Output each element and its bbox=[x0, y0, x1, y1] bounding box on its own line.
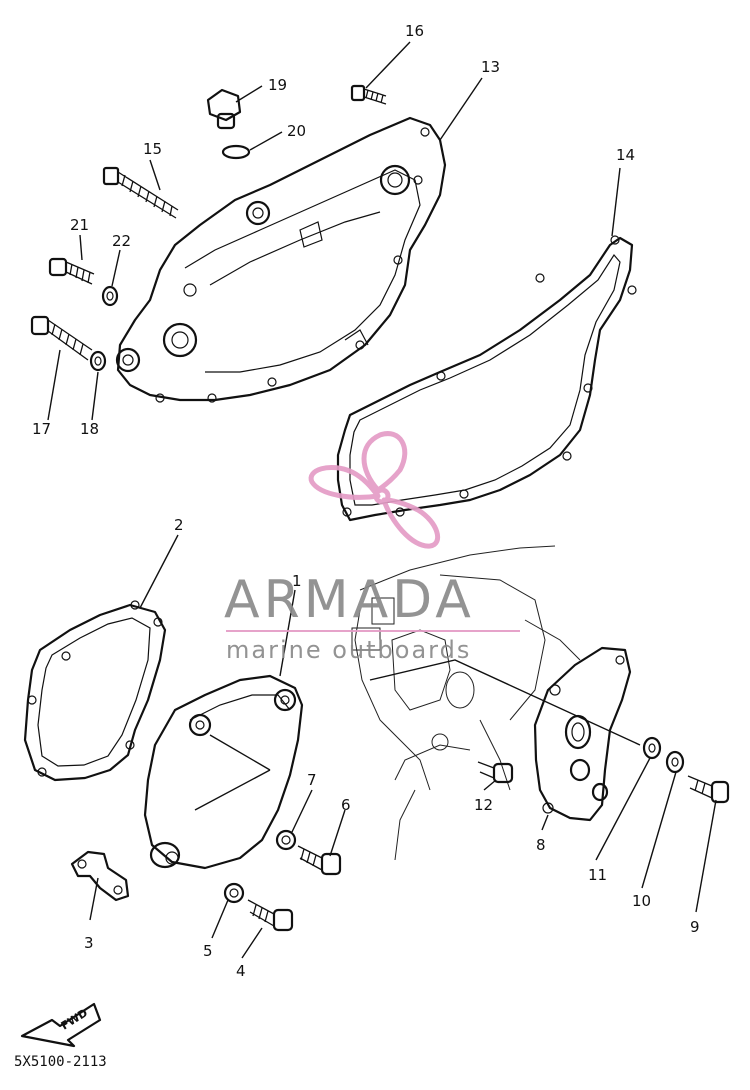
bolt-16 bbox=[350, 84, 387, 105]
callout-labels: 1 2 3 4 5 6 7 8 9 10 11 12 13 14 15 16 1… bbox=[32, 22, 700, 980]
watermark-tagline: marine outboards bbox=[226, 636, 471, 664]
callout-2: 2 bbox=[174, 516, 184, 534]
clamp-3 bbox=[70, 850, 130, 902]
callout-5: 5 bbox=[203, 942, 213, 960]
callout-19: 19 bbox=[268, 76, 287, 94]
bolt-9 bbox=[687, 775, 730, 804]
crankcase-gasket bbox=[336, 235, 637, 522]
propeller-icon bbox=[308, 431, 441, 549]
callout-11: 11 bbox=[588, 866, 607, 884]
washer-11 bbox=[642, 736, 662, 760]
callout-6: 6 bbox=[341, 796, 351, 814]
clutch-cover-gasket bbox=[23, 600, 167, 782]
callout-18: 18 bbox=[80, 420, 99, 438]
watermark: ARMADA marine outboards bbox=[224, 431, 520, 664]
engine-outline bbox=[351, 545, 641, 861]
crankcase-cover bbox=[115, 116, 447, 403]
o-ring-20 bbox=[221, 144, 251, 160]
callout-16: 16 bbox=[405, 22, 424, 40]
pump-cover-8 bbox=[533, 646, 632, 822]
washer-7 bbox=[275, 829, 297, 851]
callout-7: 7 bbox=[307, 771, 317, 789]
bolt-17 bbox=[30, 315, 93, 361]
bolt-12 bbox=[477, 761, 514, 784]
callout-10: 10 bbox=[632, 892, 651, 910]
callout-20: 20 bbox=[287, 122, 306, 140]
callout-3: 3 bbox=[84, 934, 94, 952]
bolt-15 bbox=[102, 166, 179, 219]
watermark-brand: ARMADA bbox=[224, 570, 475, 630]
clutch-cover bbox=[143, 674, 304, 870]
leader-lines bbox=[47, 41, 717, 959]
callout-9: 9 bbox=[690, 918, 700, 936]
callout-22: 22 bbox=[112, 232, 131, 250]
callout-1: 1 bbox=[292, 572, 302, 590]
callout-17: 17 bbox=[32, 420, 51, 438]
washer-18 bbox=[89, 350, 107, 372]
callout-12: 12 bbox=[474, 796, 493, 814]
callout-14: 14 bbox=[616, 146, 635, 164]
callout-8: 8 bbox=[536, 836, 546, 854]
washer-22 bbox=[101, 285, 119, 307]
bolt-4 bbox=[247, 899, 294, 932]
callout-15: 15 bbox=[143, 140, 162, 158]
washer-10 bbox=[665, 750, 685, 774]
callout-4: 4 bbox=[236, 962, 246, 980]
callout-13: 13 bbox=[481, 58, 500, 76]
bolt-6 bbox=[297, 845, 342, 876]
drawing-code: 5X5100-2113 bbox=[14, 1054, 107, 1070]
bolt-21 bbox=[48, 257, 95, 285]
washer-5 bbox=[223, 882, 245, 904]
callout-21: 21 bbox=[70, 216, 89, 234]
fwd-arrow-icon: FWD bbox=[20, 1002, 102, 1048]
plug-19 bbox=[206, 88, 242, 130]
